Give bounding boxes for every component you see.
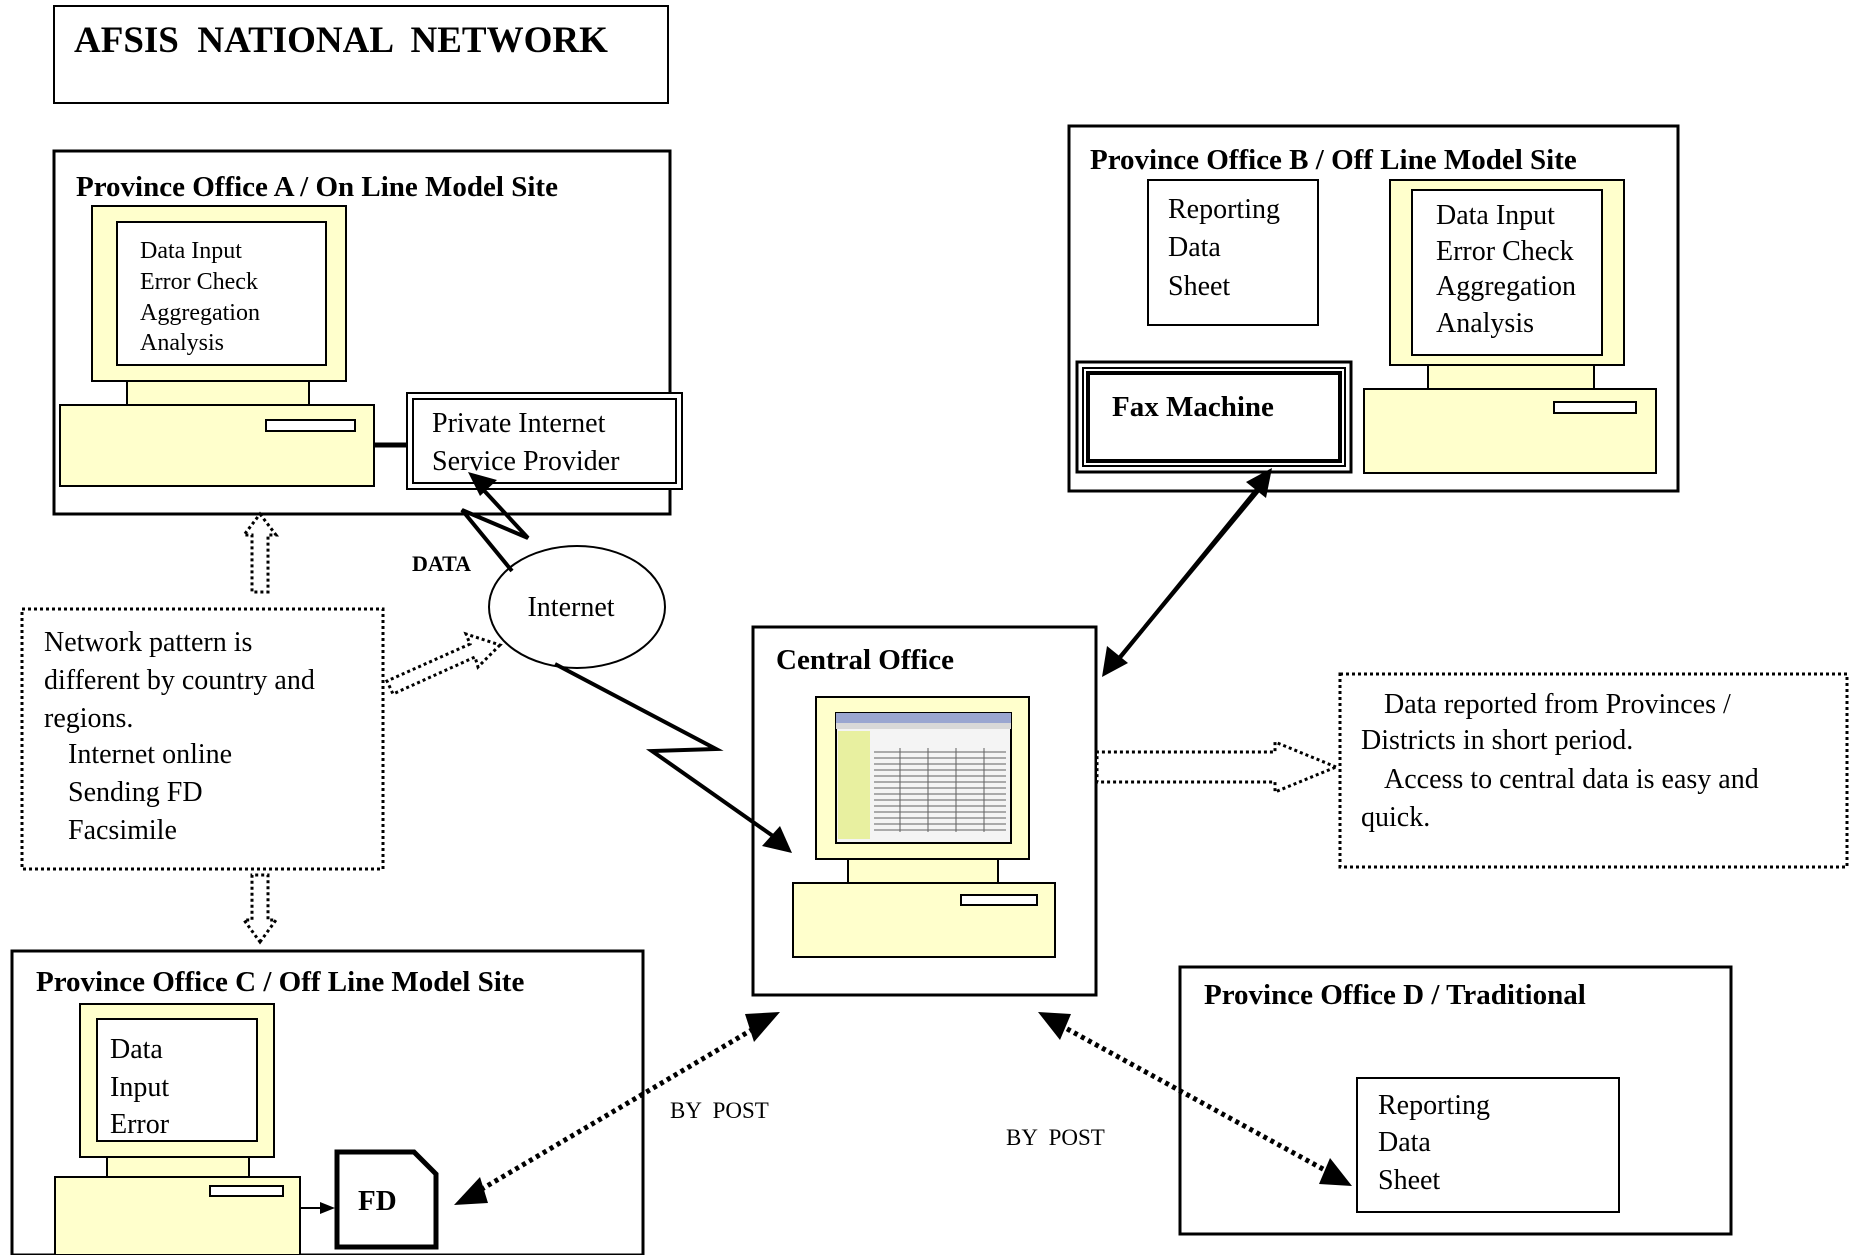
diagram-title: AFSIS NATIONAL NETWORK: [74, 20, 608, 61]
computer-icon: [792, 696, 1056, 958]
note-right-line-1: Data reported from Provinces /: [1384, 689, 1731, 720]
central-office-title: Central Office: [776, 644, 954, 676]
office-b-screen-line-1: Data Input: [1436, 200, 1555, 231]
note-right: Data reported from Provinces / Districts…: [1338, 672, 1849, 869]
note-right-line-3: Access to central data is easy and: [1384, 764, 1759, 795]
office-d-sheet-line-3: Sheet: [1378, 1165, 1440, 1196]
hollow-arrow-up: [240, 511, 280, 594]
central-office: Central Office: [751, 625, 1098, 997]
fax-machine-box: Fax Machine: [1075, 360, 1353, 474]
office-a-screen-line-3: Aggregation: [140, 300, 260, 326]
note-left-line-2: different by country and: [44, 665, 315, 696]
hollow-arrow-down: [241, 873, 279, 945]
data-label: DATA: [412, 551, 471, 576]
isp-line-2: Service Provider: [432, 446, 620, 477]
note-left-line-6: Facsimile: [68, 815, 177, 846]
office-c-title: Province Office C / Off Line Model Site: [36, 966, 524, 998]
title-box: AFSIS NATIONAL NETWORK: [53, 5, 669, 104]
office-d-sheet-line-1: Reporting: [1378, 1090, 1490, 1121]
fd-label: FD: [358, 1185, 397, 1217]
internet-label: Internet: [527, 592, 614, 623]
office-b: Province Office B / Off Line Model Site …: [1067, 124, 1680, 493]
note-left: Network pattern is different by country …: [20, 607, 385, 871]
office-a: Province Office A / On Line Model Site D…: [52, 149, 683, 516]
hollow-arrow-internet: [385, 631, 503, 696]
note-left-line-4: Internet online: [68, 739, 232, 770]
note-right-line-4: quick.: [1361, 802, 1430, 833]
office-b-screen-line-4: Analysis: [1436, 308, 1534, 339]
reporting-sheet: Reporting Data Sheet: [1147, 179, 1319, 326]
office-b-sheet-line-2: Data: [1168, 232, 1221, 263]
isp-box: Private Internet Service Provider: [406, 392, 683, 490]
post-label-left: BY POST: [670, 1098, 769, 1123]
office-a-screen-line-2: Error Check: [140, 269, 258, 295]
office-c-screen-line-3: Error: [110, 1109, 170, 1140]
hollow-arrow-right: [1095, 739, 1340, 795]
office-d-sheet-line-2: Data: [1378, 1127, 1431, 1158]
reporting-sheet: Reporting Data Sheet: [1356, 1077, 1620, 1213]
office-d-title: Province Office D / Traditional: [1204, 979, 1586, 1011]
fax-label: Fax Machine: [1112, 391, 1274, 423]
internet-cloud: Internet: [488, 545, 666, 669]
note-right-line-2: Districts in short period.: [1361, 725, 1633, 756]
computer-icon: [1363, 179, 1657, 474]
lightning-arrow-isp: [460, 472, 530, 573]
office-c-screen-line-1: Data: [110, 1034, 163, 1065]
office-c-screen-line-2: Input: [110, 1072, 169, 1103]
note-left-line-5: Sending FD: [68, 777, 203, 808]
office-b-screen-line-2: Error Check: [1436, 236, 1574, 267]
isp-line-1: Private Internet: [432, 408, 606, 439]
office-b-title: Province Office B / Off Line Model Site: [1090, 144, 1577, 176]
office-b-sheet-line-1: Reporting: [1168, 194, 1280, 225]
computer-icon: [59, 205, 375, 487]
note-left-line-1: Network pattern is: [44, 627, 252, 658]
computer-icon: [54, 1003, 301, 1255]
office-d: Province Office D / Traditional Reportin…: [1178, 965, 1733, 1236]
note-left-line-3: regions.: [44, 703, 133, 734]
floppy-disk-icon: FD: [334, 1149, 439, 1250]
fax-central-arrow: [1102, 468, 1272, 677]
office-a-screen-line-1: Data Input: [140, 238, 242, 264]
post-arrow-right: [1038, 1012, 1352, 1186]
post-arrow-left: [454, 1012, 780, 1205]
office-a-title: Province Office A / On Line Model Site: [76, 171, 558, 203]
lightning-arrow-central: [554, 662, 792, 853]
office-b-screen-line-3: Aggregation: [1436, 271, 1576, 302]
office-b-sheet-line-3: Sheet: [1168, 271, 1230, 302]
post-label-right: BY POST: [1006, 1125, 1105, 1150]
office-c: Province Office C / Off Line Model Site …: [10, 949, 645, 1255]
office-a-screen-line-4: Analysis: [140, 330, 224, 356]
